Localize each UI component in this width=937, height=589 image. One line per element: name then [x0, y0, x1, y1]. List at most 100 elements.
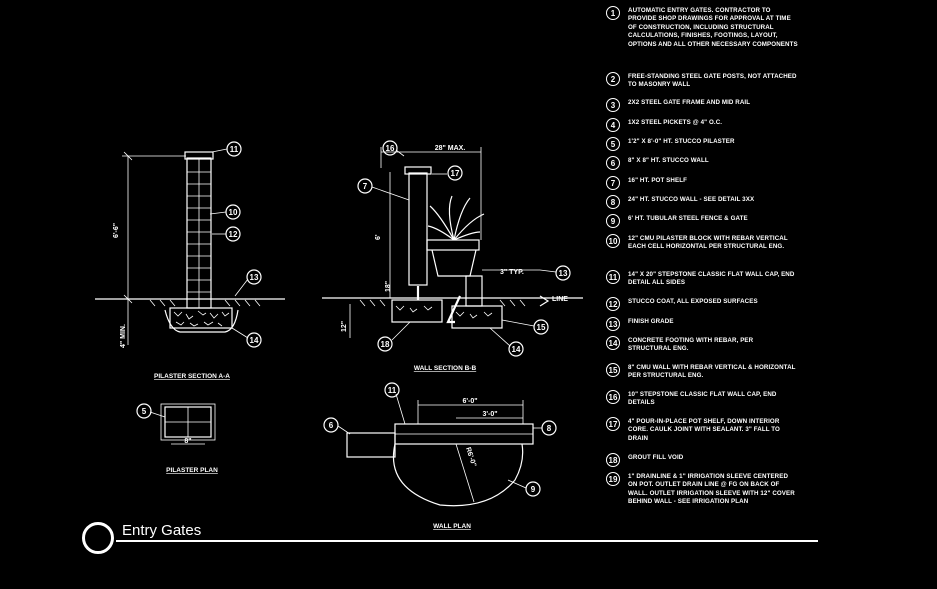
wall-plan-label: WALL PLAN — [433, 523, 471, 530]
pilaster-footing — [169, 307, 233, 329]
callout-wp-bot — [525, 481, 541, 497]
note-number: 14 — [606, 336, 620, 350]
lower-wall — [465, 275, 483, 307]
wall-plan-pilaster — [346, 432, 396, 458]
note-text: 12" CMU PILASTER BLOCK WITH REBAR VERTIC… — [628, 235, 788, 251]
note-number: 15 — [606, 363, 620, 377]
svg-text:13: 13 — [559, 269, 568, 278]
pilaster-width-dim: 8" — [184, 438, 191, 445]
note-text: 6' HT. TUBULAR STEEL FENCE & GATE — [628, 215, 748, 222]
callout-ps-mid1 — [225, 204, 241, 220]
note-text: FREE-STANDING STEEL GATE POSTS, NOT ATTA… — [628, 73, 797, 89]
note-number: 7 — [606, 176, 620, 190]
plant — [427, 195, 485, 241]
note-number: 2 — [606, 72, 620, 86]
footing-depth-dim: 4" MIN. — [120, 324, 127, 348]
note-number: 12 — [606, 297, 620, 311]
svg-text:14: 14 — [512, 345, 521, 354]
note-number: 9 — [606, 214, 620, 228]
block-grid — [187, 159, 211, 308]
wall-footing-1 — [391, 299, 443, 323]
wall-stem — [408, 172, 428, 286]
note-number: 17 — [606, 417, 620, 431]
footing-aggregate — [173, 310, 230, 327]
note-number: 19 — [606, 472, 620, 486]
callout-wp-left — [323, 417, 339, 433]
wall-footing-2 — [451, 305, 503, 329]
grade-hatch — [149, 299, 261, 307]
svg-text:15: 15 — [537, 323, 546, 332]
svg-text:13: 13 — [250, 273, 259, 282]
wall-12-dim: 12" — [341, 321, 348, 332]
plan-3-dim: 3'-0" — [482, 411, 497, 418]
note-text: 2X2 STEEL GATE FRAME AND MID RAIL — [628, 99, 751, 106]
callout-ws-right — [555, 265, 571, 281]
callout-ws-top — [382, 140, 398, 156]
svg-text:8: 8 — [547, 424, 552, 433]
typ-dim: 3" TYP. — [500, 269, 524, 276]
callout-ws-foot1 — [533, 319, 549, 335]
svg-text:7: 7 — [363, 182, 368, 191]
line-arrow — [539, 295, 550, 307]
note-number: 11 — [606, 270, 620, 284]
note-text: STUCCO COAT, ALL EXPOSED SURFACES — [628, 298, 758, 305]
note-number: 8 — [606, 195, 620, 209]
note-text: 1X2 STEEL PICKETS @ 4" O.C. — [628, 119, 723, 126]
svg-text:14: 14 — [250, 336, 259, 345]
line-label: LINE — [552, 296, 568, 303]
plan-6-dim: 6'-0" — [462, 398, 477, 405]
note-number: 5 — [606, 137, 620, 151]
note-text: FINISH GRADE — [628, 318, 674, 325]
note-text: CONCRETE FOOTING WITH REBAR, PER STRUCTU… — [628, 337, 754, 353]
note-text: 16" HT. POT SHELF — [628, 177, 687, 184]
svg-text:5: 5 — [142, 407, 147, 416]
title-underline — [116, 540, 818, 542]
pilaster-plan: 8" 5 PILASTER PLAN — [136, 403, 218, 474]
callout-pp-left — [136, 403, 152, 419]
note-number: 6 — [606, 156, 620, 170]
wall-plan-planter — [393, 443, 524, 507]
callout-ps-foot — [246, 332, 262, 348]
note-text: 8" CMU WALL WITH REBAR VERTICAL & HORIZO… — [628, 364, 796, 380]
callout-ws-foot2 — [508, 341, 524, 357]
note-number: 3 — [606, 98, 620, 112]
pot-shelf — [426, 239, 480, 251]
drain-line — [416, 286, 461, 324]
wall-max-dim: 28" MAX. — [435, 145, 466, 152]
pot — [431, 249, 477, 277]
svg-text:16: 16 — [386, 144, 395, 153]
callout-ws-cap — [447, 165, 463, 181]
note-text: 24" HT. STUCCO WALL - SEE DETAIL 3XX — [628, 196, 755, 203]
footing-outline — [164, 309, 239, 333]
title-circle-icon — [82, 522, 114, 554]
pilaster-section: 6'-6" 4" MIN. 11 10 12 13 14 PILASTER SE… — [95, 141, 285, 380]
callout-ws-bot — [377, 336, 393, 352]
callout-wp-tl — [384, 382, 400, 398]
wall-height-dim: 6' — [375, 234, 382, 240]
svg-text:11: 11 — [230, 145, 239, 154]
callout-ps-mid2 — [225, 226, 241, 242]
wall-grade-hatch — [359, 299, 526, 307]
note-text: 14" X 20" STEPSTONE CLASSIC FLAT WALL CA… — [628, 271, 795, 287]
pilaster-plan-label: PILASTER PLAN — [166, 467, 218, 474]
callout-ws-pot — [357, 178, 373, 194]
svg-text:18: 18 — [381, 340, 390, 349]
wall-section: 28" MAX. 6' 12" 18" 3" TYP. LINE 16 17 7… — [322, 140, 583, 372]
note-number: 1 — [606, 6, 620, 20]
callout-ps-grade — [246, 269, 262, 285]
note-number: 13 — [606, 317, 620, 331]
callout-wp-right — [541, 420, 557, 436]
sheet-title: Entry Gates — [122, 522, 202, 539]
pilaster-section-label: PILASTER SECTION A-A — [154, 373, 230, 380]
svg-text:12: 12 — [229, 230, 238, 239]
pilaster-height-dim: 6'-6" — [113, 223, 120, 238]
wall-footing-aggregate — [395, 305, 493, 319]
wall-section-label: WALL SECTION B-B — [414, 365, 477, 372]
wall-18-dim: 18" — [385, 281, 392, 292]
note-number: 10 — [606, 234, 620, 248]
svg-text:11: 11 — [388, 386, 397, 395]
wall-plan: 6'-0" 3'-0" R6'-0" 11 6 8 9 WALL PLAN — [323, 382, 557, 530]
wall-cap — [404, 166, 432, 175]
note-text: 4" POUR-IN-PLACE POT SHELF, DOWN INTERIO… — [628, 418, 780, 442]
